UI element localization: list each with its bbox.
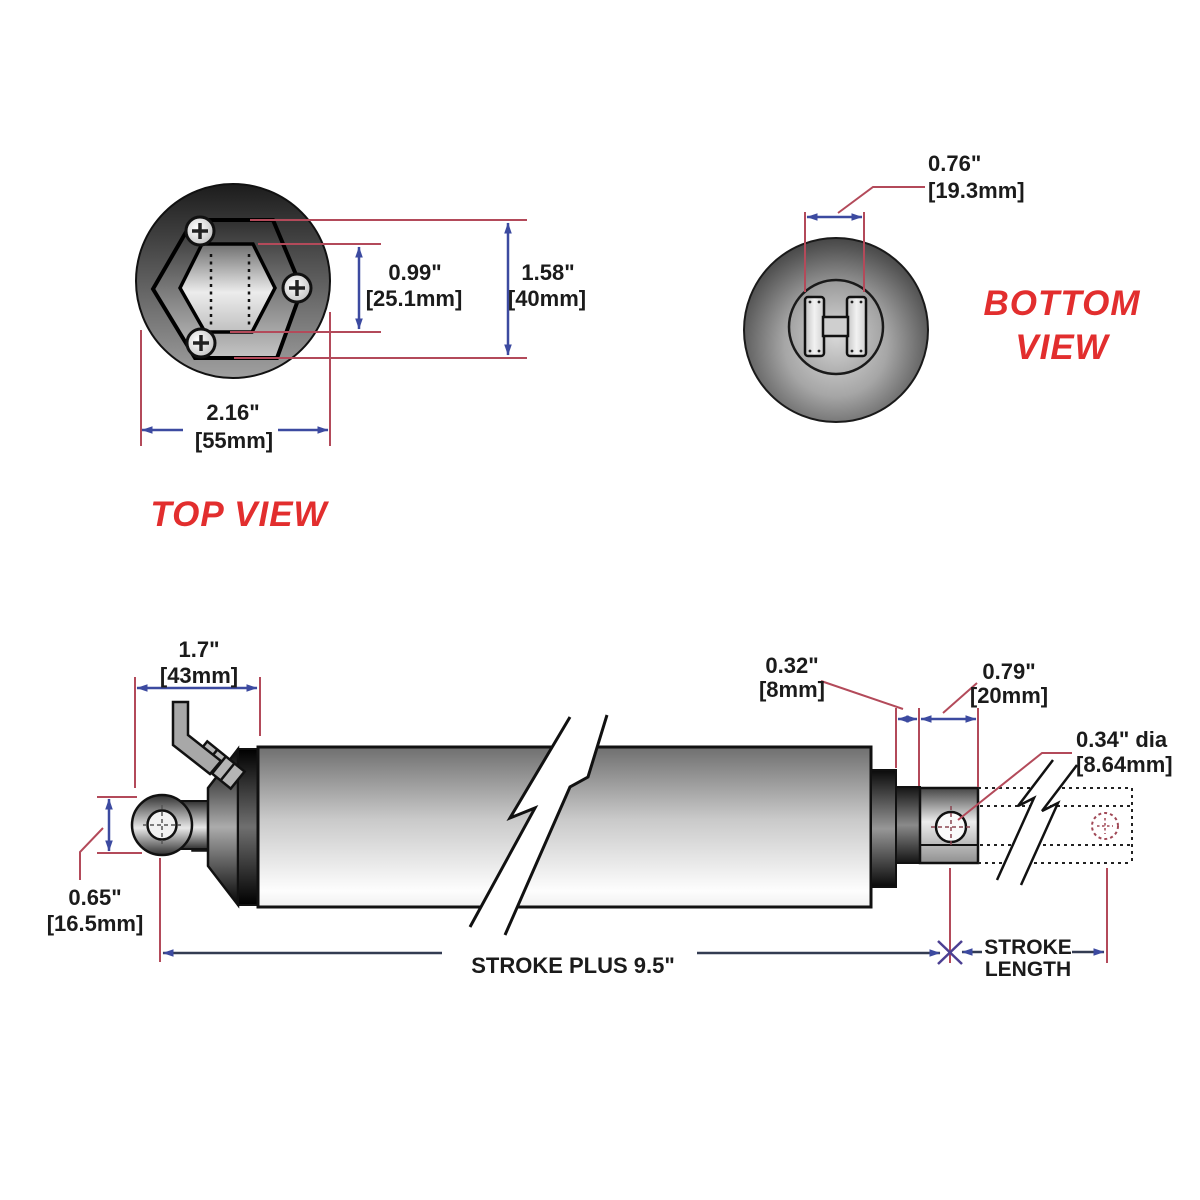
dim-text-collar-in: 0.32"	[765, 653, 818, 678]
connector-corner-dots	[808, 300, 863, 353]
dim-text-eyelet-mm: [16.5mm]	[47, 911, 144, 936]
power-cable	[171, 700, 223, 776]
bottom-view: 0.76" [19.3mm] BOTTOM VIEW	[743, 151, 1140, 423]
extended-hole-dotted	[1091, 812, 1119, 840]
dim-text-connector-mm: [19.3mm]	[928, 178, 1025, 203]
dim-text-rod-end-in: 0.79"	[982, 659, 1035, 684]
dim-text-mount-in: 1.7"	[178, 637, 219, 662]
eyelet-hole-crosshair	[143, 805, 181, 845]
bottom-view-label-line2: VIEW	[1015, 328, 1110, 367]
dim-text-stroke-length-2: LENGTH	[985, 958, 1071, 981]
side-view: 1.7" [43mm] 0.65" [16.5mm] 0.32" [8mm] 0…	[47, 637, 1173, 981]
dim-text-rod-end-mm: [20mm]	[970, 683, 1048, 708]
dim-text-hex-height-mm: [25.1mm]	[366, 286, 463, 311]
dimension-cross-marker	[937, 940, 963, 965]
dim-text-diameter-mm: [55mm]	[195, 428, 273, 453]
dim-text-diameter-in: 2.16"	[206, 400, 259, 425]
bottom-view-h-connector	[803, 295, 868, 358]
dim-text-hole-mm: [8.64mm]	[1076, 752, 1173, 777]
break-symbol-extended	[995, 759, 1078, 886]
bottom-view-extension-lines	[804, 212, 865, 292]
leader-connector-width	[837, 186, 925, 214]
dim-text-plate-height-in: 1.58"	[521, 260, 574, 285]
eyelet-hole	[146, 809, 178, 841]
rear-collar-inner	[895, 786, 921, 864]
rear-collar-outer	[870, 769, 897, 888]
dim-text-stroke-plus: STROKE PLUS 9.5"	[471, 953, 675, 978]
top-view-extension-lines	[140, 219, 527, 446]
break-symbol	[468, 714, 609, 936]
top-view-label: TOP VIEW	[150, 495, 329, 534]
bottom-view-label-line1: BOTTOM	[983, 284, 1140, 323]
dim-text-mount-mm: [43mm]	[160, 663, 238, 688]
phillips-screw-icon	[185, 327, 217, 359]
dim-text-hex-height-in: 0.99"	[388, 260, 441, 285]
top-view: 0.99" [25.1mm] 1.58" [40mm] 2.16" [55mm]…	[135, 183, 586, 534]
rod-end-hole-crosshair	[931, 806, 971, 848]
dim-text-plate-height-mm: [40mm]	[508, 286, 586, 311]
phillips-screw-icon	[184, 215, 216, 247]
stroke-dimension-lines	[162, 940, 1105, 965]
dim-text-eyelet-in: 0.65"	[68, 885, 121, 910]
phillips-screw-icon	[281, 272, 313, 304]
dim-text-hole-in: 0.34" dia	[1076, 727, 1168, 752]
dim-text-connector-in: 0.76"	[928, 151, 981, 176]
dim-text-stroke-length-1: STROKE	[984, 936, 1072, 959]
dim-text-collar-mm: [8mm]	[759, 677, 825, 702]
side-view-extension-lines	[79, 677, 1108, 963]
